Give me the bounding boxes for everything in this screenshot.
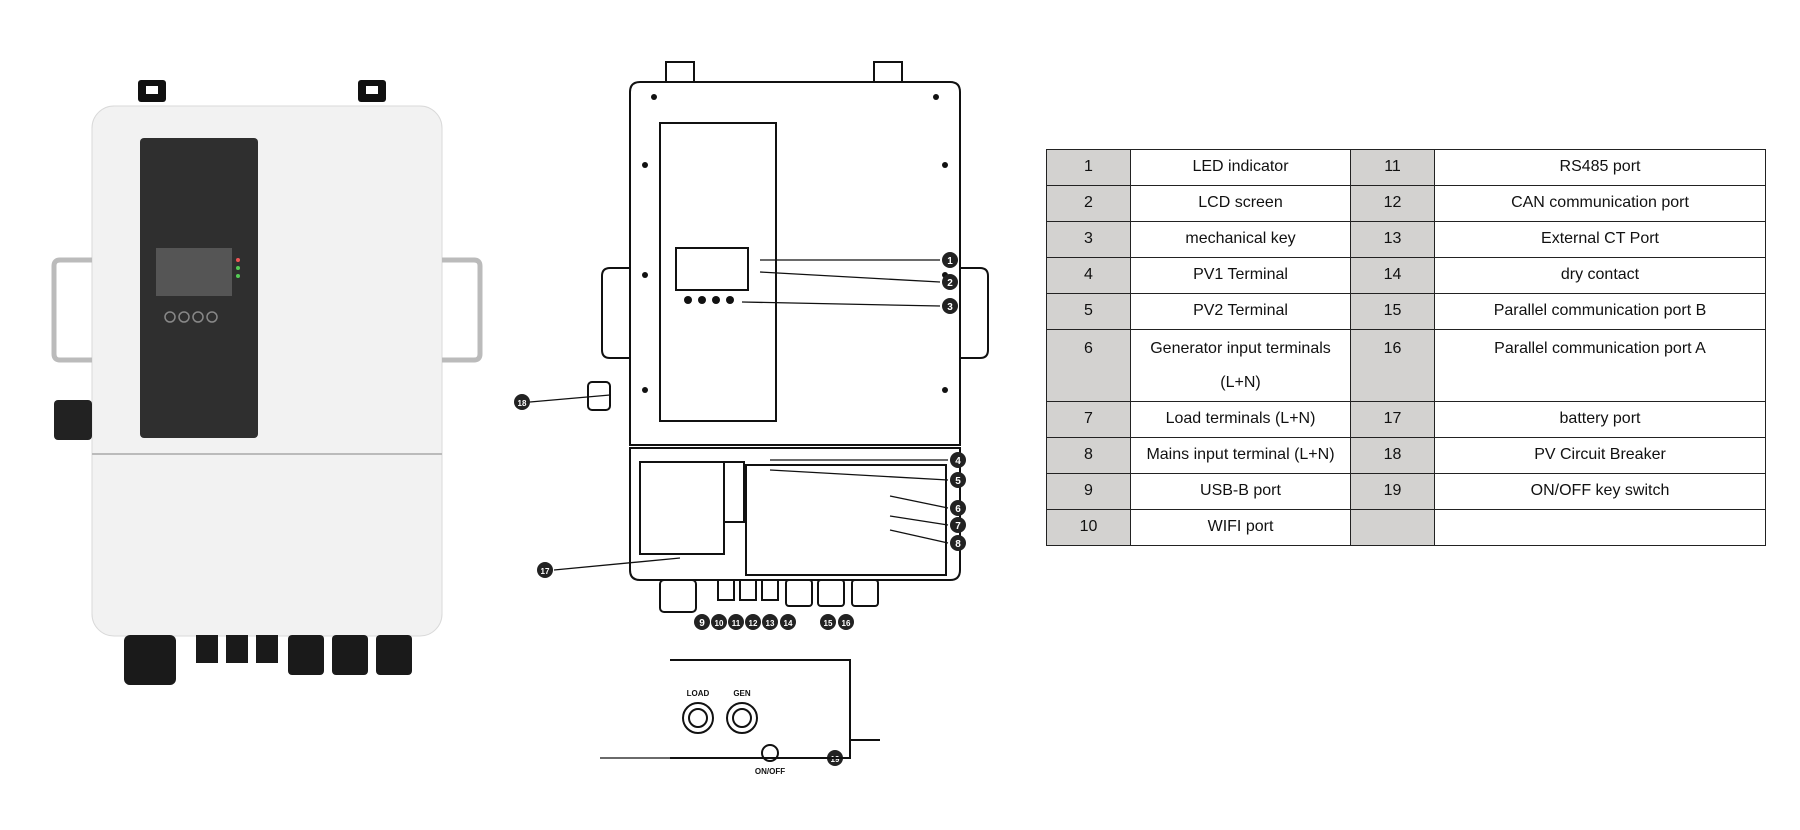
legend-number: 10 <box>1046 509 1131 546</box>
legend-label: External CT Port <box>1434 221 1766 258</box>
callout-7: 7 <box>955 521 961 532</box>
legend-number: 15 <box>1350 293 1435 330</box>
table-row: 2 LCD screen 12 CAN communication port <box>1046 185 1766 222</box>
onoff-label: ON/OFF <box>755 767 785 776</box>
table-row: 5 PV2 Terminal 15 Parallel communication… <box>1046 293 1766 330</box>
table-row: 10 WIFI port <box>1046 509 1766 546</box>
legend-label: WIFI port <box>1130 509 1351 546</box>
legend-number: 5 <box>1046 293 1131 330</box>
legend-label: Load terminals (L+N) <box>1130 401 1351 438</box>
gen-label: GEN <box>733 689 751 698</box>
callout-11: 11 <box>732 619 741 628</box>
callout-1: 1 <box>947 256 953 267</box>
legend-label: battery port <box>1434 401 1766 438</box>
legend-number: 4 <box>1046 257 1131 294</box>
legend-label: mechanical key <box>1130 221 1351 258</box>
table-row: 3 mechanical key 13 External CT Port <box>1046 221 1766 258</box>
legend-label: USB-B port <box>1130 473 1351 510</box>
legend-label: ON/OFF key switch <box>1434 473 1766 510</box>
legend-label: PV2 Terminal <box>1130 293 1351 330</box>
legend-number: 7 <box>1046 401 1131 438</box>
callout-16: 16 <box>842 619 851 628</box>
callout-17: 17 <box>541 567 550 576</box>
legend-number: 14 <box>1350 257 1435 294</box>
table-row: 6 Generator input terminals (L+N) 16 Par… <box>1046 329 1766 402</box>
callout-10: 10 <box>715 619 724 628</box>
legend-number: 9 <box>1046 473 1131 510</box>
callout-8: 8 <box>955 539 961 550</box>
callout-5: 5 <box>955 476 961 487</box>
callout-4: 4 <box>955 456 961 467</box>
table-row: 7 Load terminals (L+N) 17 battery port <box>1046 401 1766 438</box>
load-label: LOAD <box>687 689 710 698</box>
table-row: 9 USB-B port 19 ON/OFF key switch <box>1046 473 1766 510</box>
callout-15: 15 <box>824 619 833 628</box>
legend-number: 19 <box>1350 473 1435 510</box>
legend-label: Mains input terminal (L+N) <box>1130 437 1351 474</box>
legend-table: 1 LED indicator 11 RS485 port 2 LCD scre… <box>1046 149 1766 546</box>
callout-14: 14 <box>784 619 793 628</box>
inverter-diagram: 1 2 3 4 5 6 7 8 9 10 11 12 13 14 15 16 1… <box>514 61 989 776</box>
legend-label: PV Circuit Breaker <box>1434 437 1766 474</box>
legend-label: Parallel communication port B <box>1434 293 1766 330</box>
legend-number: 12 <box>1350 185 1435 222</box>
legend-label: LED indicator <box>1130 149 1351 186</box>
legend-number: 3 <box>1046 221 1131 258</box>
legend-number: 6 <box>1046 329 1131 402</box>
callout-6: 6 <box>955 504 961 515</box>
legend-number <box>1350 509 1435 546</box>
legend-label: LCD screen <box>1130 185 1351 222</box>
legend-number: 2 <box>1046 185 1131 222</box>
legend-label <box>1434 509 1766 546</box>
callout-2: 2 <box>947 278 953 289</box>
legend-number: 8 <box>1046 437 1131 474</box>
legend-label: CAN communication port <box>1434 185 1766 222</box>
legend-label: PV1 Terminal <box>1130 257 1351 294</box>
callout-3: 3 <box>947 302 953 313</box>
legend-number: 16 <box>1350 329 1435 402</box>
inverter-photo <box>51 80 483 685</box>
callout-13: 13 <box>766 619 775 628</box>
callout-18: 18 <box>518 399 527 408</box>
legend-label: Parallel communication port A <box>1434 329 1766 402</box>
legend-number: 13 <box>1350 221 1435 258</box>
table-row: 4 PV1 Terminal 14 dry contact <box>1046 257 1766 294</box>
callout-9: 9 <box>699 618 705 629</box>
legend-label: Generator input terminals (L+N) <box>1130 329 1351 402</box>
legend-number: 1 <box>1046 149 1131 186</box>
callout-12: 12 <box>749 619 758 628</box>
callout-19: 19 <box>831 755 840 764</box>
table-row: 8 Mains input terminal (L+N) 18 PV Circu… <box>1046 437 1766 474</box>
legend-label: RS485 port <box>1434 149 1766 186</box>
legend-number: 11 <box>1350 149 1435 186</box>
legend-number: 17 <box>1350 401 1435 438</box>
legend-number: 18 <box>1350 437 1435 474</box>
legend-label: dry contact <box>1434 257 1766 294</box>
table-row: 1 LED indicator 11 RS485 port <box>1046 149 1766 186</box>
